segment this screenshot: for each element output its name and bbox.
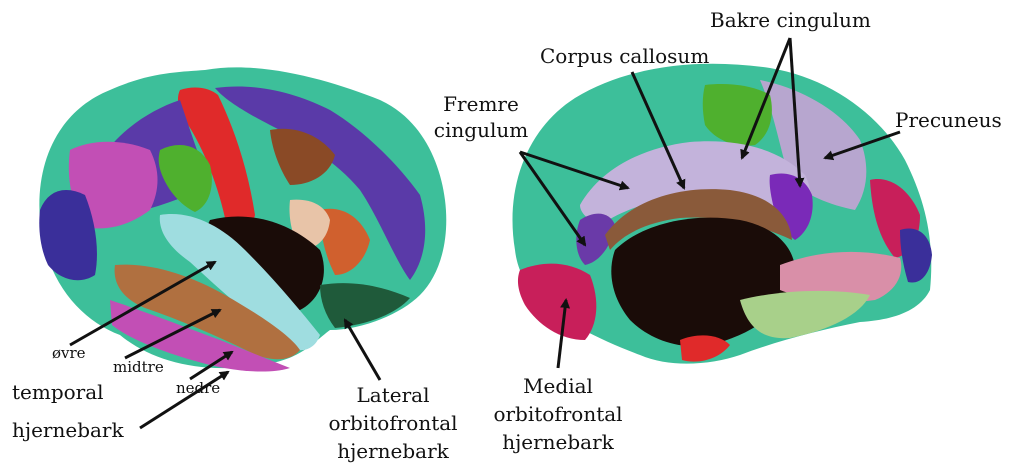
label-lateral-line2: orbitofrontal [303,413,483,433]
label-midtre: midtre [113,360,164,375]
label-bakre-cingulum: Bakre cingulum [710,10,871,30]
label-medial-line3: hjernebark [493,432,623,452]
label-lateral-orbitofrontal: Lateral orbitofrontal hjernebark [303,385,483,469]
label-corpus-callosum: Corpus callosum [540,46,709,66]
label-temporal-hjernebark: hjernebark [12,420,124,440]
label-temporal: temporal [12,382,104,402]
label-fremre-line2: cingulum [426,120,536,140]
label-nedre: nedre [176,381,220,396]
label-medial-line1: Medial [493,376,623,396]
label-ovre: øvre [52,346,86,361]
medial-brain-view [513,64,933,364]
region-medial-orbitofrontal-crimson [518,264,596,340]
label-medial-line2: orbitofrontal [493,404,623,424]
label-fremre-line1: Fremre [426,94,536,114]
label-precuneus: Precuneus [895,110,1002,130]
arrow-lateral-orbitofrontal [345,320,380,380]
label-lateral-line3: hjernebark [303,441,483,461]
label-lateral-line1: Lateral [303,385,483,405]
label-medial-orbitofrontal: Medial orbitofrontal hjernebark [493,376,623,460]
label-fremre-cingulum: Fremre cingulum [426,94,536,146]
region-fusiform-lightgreen [740,291,870,338]
